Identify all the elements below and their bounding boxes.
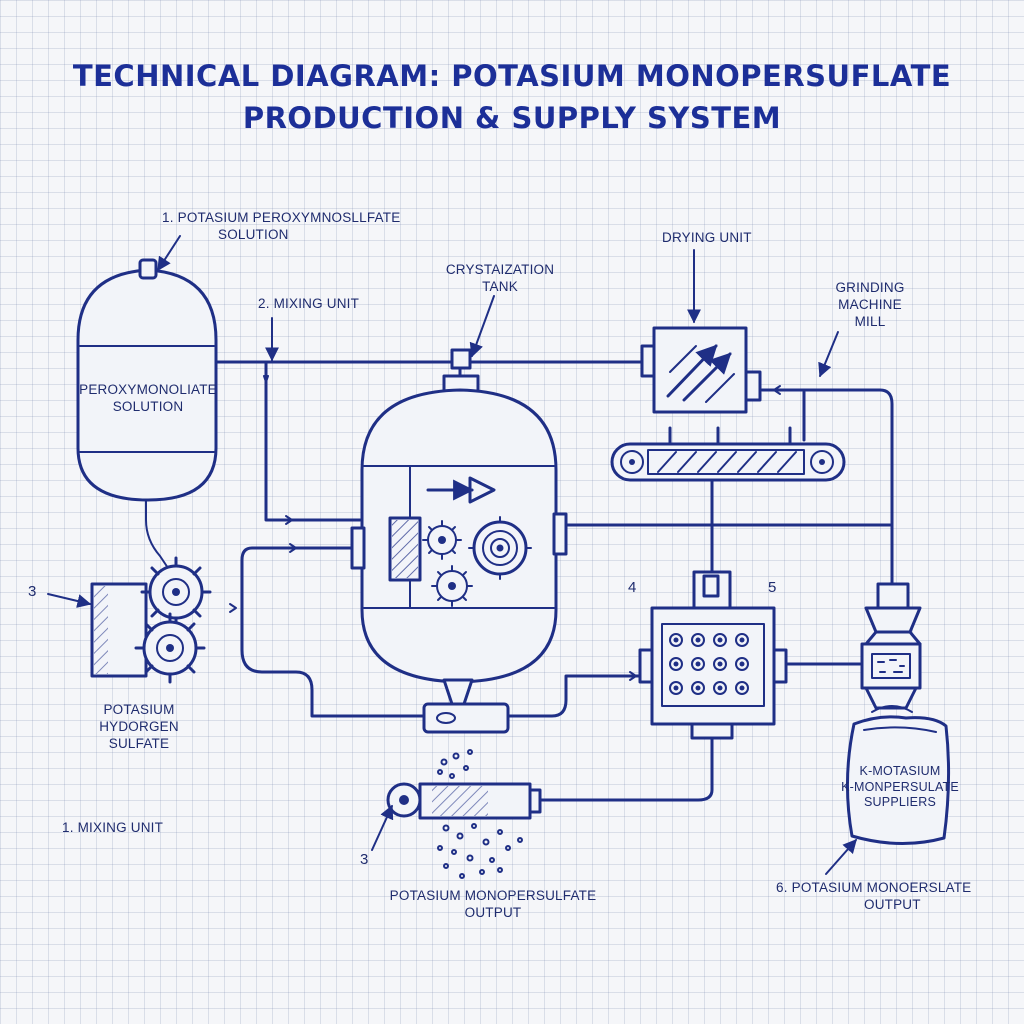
label-peroxy-feed: 1. POTASIUM PEROXYMNOSLLFATE SOLUTION xyxy=(162,210,400,244)
supply-bag xyxy=(845,705,951,845)
gear-icon xyxy=(431,565,473,607)
pipe-network xyxy=(145,360,894,802)
label-hydrogen-line2: HYDORGEN xyxy=(99,718,179,734)
rotor-icon xyxy=(468,516,532,580)
belt-conveyor xyxy=(610,426,846,482)
tank-discharge-valve xyxy=(422,678,510,734)
marker-3-bottom: 3 xyxy=(360,851,369,868)
diagram-title-line2: PRODUCTION & SUPPLY SYSTEM xyxy=(242,101,782,135)
diagram-title-line1: TECHNICAL DIAGRAM: POTASIUM MONOPERSUFLA… xyxy=(72,59,952,93)
crystallization-tank xyxy=(350,348,568,684)
gear-pump-bottom xyxy=(134,612,206,684)
marker-4: 4 xyxy=(628,579,637,596)
screw-conveyor xyxy=(386,782,542,820)
label-output-center-line1: POTASIUM MONOPERSULFATE xyxy=(389,888,597,903)
label-grinding-line2: MACHINE xyxy=(838,296,902,312)
label-mixing-unit-2: 2. MIXING UNIT xyxy=(258,296,360,311)
label-hydrogen-sulfate: POTASIUM HYDORGEN SULFATE xyxy=(84,702,194,753)
label-grinding-machine: GRINDING MACHINE MILL xyxy=(820,280,920,331)
gear-icon xyxy=(422,520,462,560)
pipe-flow-arrows xyxy=(229,375,781,681)
label-output-right-line1: 6. POTASIUM MONOERSLATE xyxy=(776,880,972,895)
label-bag-line1: K-MOTASIUM xyxy=(859,764,941,778)
pipe-dryer-return xyxy=(760,388,894,587)
gear-pump-top xyxy=(140,556,212,628)
pipe-tank-bottom-right xyxy=(506,674,652,718)
marker-3-left: 3 xyxy=(28,583,37,600)
callout-leaders xyxy=(47,235,857,875)
product-granules xyxy=(437,749,523,879)
label-peroxy-feed-line2: SOLUTION xyxy=(218,226,289,242)
label-crystallization-line1: CRYSTAIZATION xyxy=(445,262,555,277)
grinding-hopper xyxy=(860,582,922,710)
label-hydrogen-line1: POTASIUM xyxy=(103,702,175,717)
label-storage-tank: PEROXYMONOLIATE SOLUTION xyxy=(78,382,218,416)
label-crystallization-line2: TANK xyxy=(482,278,518,294)
label-output-right: 6. POTASIUM MONOERSLATE OUTPUT xyxy=(776,880,971,914)
marker-5: 5 xyxy=(768,579,777,596)
label-bag-line3: SUPPLIERS xyxy=(864,795,936,810)
label-mixing-unit-1: 1. MIXING UNIT xyxy=(62,820,164,835)
pipe-tank-drain xyxy=(145,477,169,569)
pipe-left-loop xyxy=(240,546,426,718)
label-storage-tank-line1: PEROXYMONOLIATE xyxy=(79,382,217,397)
label-storage-tank-line2: SOLUTION xyxy=(112,398,184,414)
label-output-center-line2: OUTPUT xyxy=(464,904,522,920)
label-bag-line2: K-MONPERSULATE xyxy=(841,779,959,794)
peroxy-storage-vessel xyxy=(76,258,218,502)
processing-unit xyxy=(638,570,788,740)
label-crystallization-tank: CRYSTAIZATION TANK xyxy=(430,262,570,296)
label-grinding-line3: MILL xyxy=(854,313,886,329)
label-supply-bag: K-MOTASIUM K-MONPERSULATE SUPPLIERS xyxy=(838,764,962,811)
label-peroxy-feed-line1: 1. POTASIUM PEROXYMNOSLLFATE xyxy=(162,210,401,225)
pipe-mixing-vertical xyxy=(264,360,362,522)
drying-unit xyxy=(640,326,762,414)
label-drying-unit: DRYING UNIT xyxy=(662,230,752,245)
label-grinding-line1: GRINDING xyxy=(835,280,905,295)
label-output-right-line2: OUTPUT xyxy=(864,896,921,912)
label-hydrogen-line3: SULFATE xyxy=(108,735,170,751)
pipe-box-down xyxy=(536,734,714,802)
hydrogen-sulfate-feeder xyxy=(90,582,148,678)
label-output-center: POTASIUM MONOPERSULFATE OUTPUT xyxy=(378,888,608,922)
